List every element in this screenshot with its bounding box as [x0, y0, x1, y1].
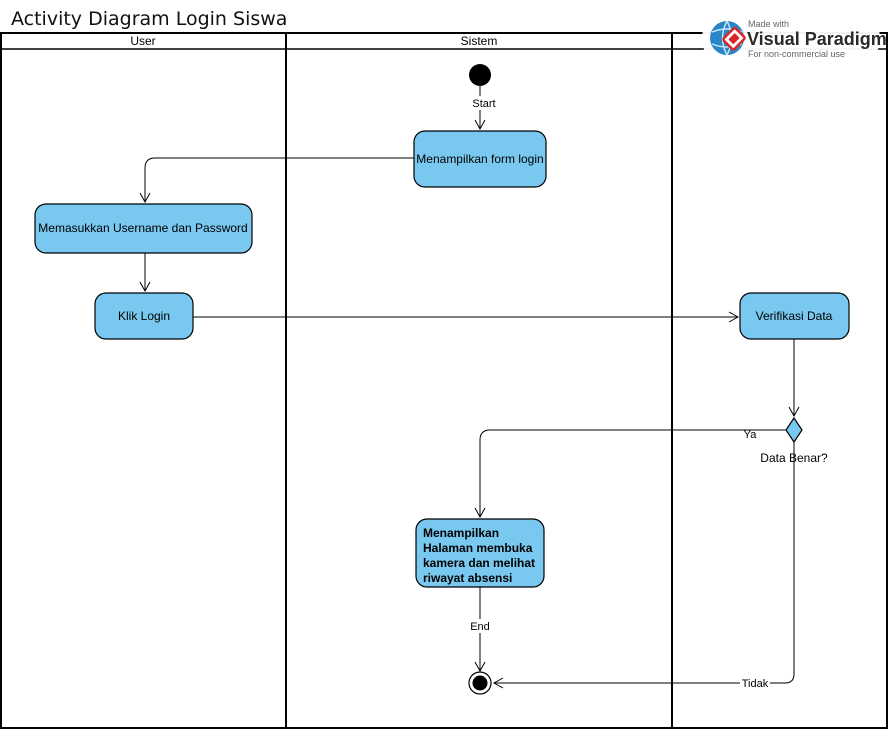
decision-node [785, 416, 803, 444]
end-label: End [470, 621, 490, 633]
action-show-login-form [413, 130, 547, 188]
action-camera-line-4: riwayat absensi [423, 571, 512, 585]
action-camera-line-2: Halaman membuka [423, 541, 533, 555]
action-enter-credentials-label: Memasukkan Username dan Password [38, 221, 247, 235]
visual-paradigm-watermark: Made with Visual Paradigm For non-commer… [702, 11, 887, 66]
globe-logo-icon [710, 20, 746, 56]
diagram-title: Activity Diagram Login Siswa [11, 8, 287, 30]
initial-node [469, 64, 491, 86]
action-show-login-form-label: Menampilkan form login [416, 152, 543, 166]
flow-decision-no [492, 442, 795, 689]
final-node [468, 671, 492, 695]
lane-header-sistem: Sistem [461, 34, 498, 48]
yes-label: Ya [744, 429, 758, 441]
action-camera-line-3: kamera dan melihat [423, 556, 535, 570]
lane-header-user: User [130, 34, 155, 48]
action-verify-data-label: Verifikasi Data [756, 309, 833, 323]
flow-form-to-credentials [139, 157, 414, 204]
action-camera-line-1: Menampilkan [423, 526, 499, 540]
action-click-login-label: Klik Login [118, 309, 170, 323]
watermark-made-with: Made with [748, 19, 789, 29]
flow-decision-yes [474, 429, 786, 519]
watermark-brand: Visual Paradigm [747, 29, 887, 49]
no-label: Tidak [742, 678, 769, 690]
action-enter-credentials [34, 203, 253, 254]
start-label: Start [472, 98, 495, 110]
action-click-login [94, 292, 194, 340]
watermark-note: For non-commercial use [748, 49, 845, 59]
